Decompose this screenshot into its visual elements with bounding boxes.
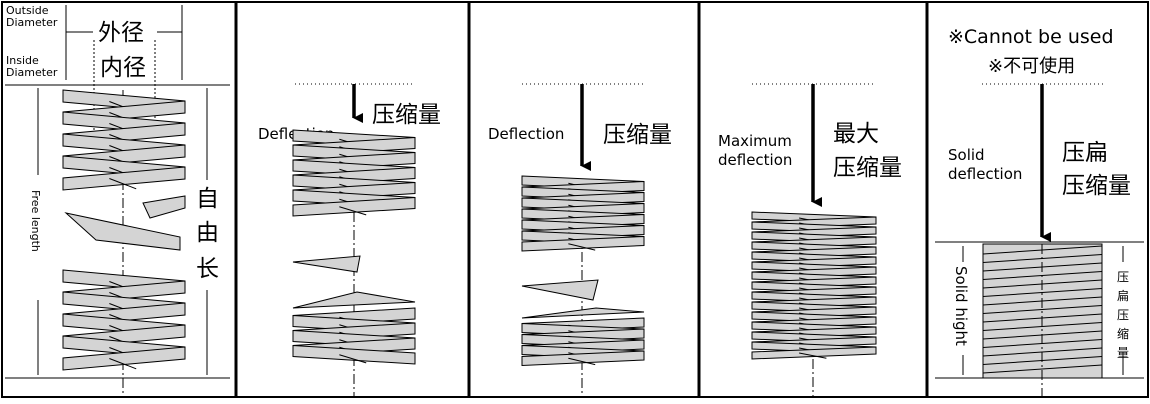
- inside-diameter-label: Diameter: [6, 66, 58, 79]
- coil-band: [62, 346, 186, 371]
- cannot-be-used-cn-note: ※不可使用: [988, 56, 1075, 77]
- inside-diameter-cn-label: 内径: [100, 55, 146, 81]
- coil-break-piece: [292, 255, 361, 273]
- coil-break-piece: [521, 279, 599, 301]
- cannot-be-used-note: ※Cannot be used: [948, 26, 1114, 48]
- outside-diameter-label: Diameter: [6, 16, 58, 29]
- outside-diameter-label: Outside: [6, 4, 49, 17]
- coil-band: [292, 196, 416, 217]
- spring-coils: [62, 89, 186, 371]
- coil-edge: [339, 354, 367, 364]
- panel-solid: ※Cannot be used ※不可使用 Solid deflection 压…: [935, 26, 1144, 397]
- panel-max-deflection: Maximum deflection 最大 压缩量: [718, 83, 902, 397]
- outside-diameter-cn-label: 外径: [98, 20, 144, 46]
- solid-height-cn-label: 量: [1117, 346, 1129, 360]
- solid-coil-line: [982, 305, 1103, 314]
- panel-deflection: Deflection 压缩量: [258, 83, 441, 397]
- deflection-cn-label: 压缩量: [603, 122, 672, 148]
- solid-coil-line: [982, 322, 1103, 331]
- max-deflection-cn-label: 最大: [833, 121, 879, 147]
- solid-deflection-cn-label: 压扁: [1062, 140, 1108, 166]
- deflection-label: Deflection: [488, 125, 564, 143]
- free-length-cn-label: 由: [196, 220, 219, 246]
- coil-edge: [109, 178, 137, 190]
- solid-height-cn-label: 压: [1117, 270, 1129, 284]
- solid-coil-line: [982, 364, 1103, 374]
- spring-coils: [751, 211, 877, 360]
- solid-height-cn-label: 缩: [1117, 326, 1129, 341]
- solid-height-cn-label: 扁: [1117, 289, 1129, 303]
- panel-free-length: Outside Diameter 外径 Inside Diameter 内径 F…: [5, 4, 230, 397]
- spring-coils: [292, 129, 416, 365]
- coil-band: [521, 350, 645, 367]
- coil-edge: [109, 358, 137, 370]
- coil-break-piece: [521, 307, 645, 319]
- coil-break-piece: [142, 195, 186, 219]
- coil-break-piece: [292, 291, 416, 309]
- spring-coils: [521, 175, 645, 367]
- coil-edge: [568, 243, 596, 251]
- panel-deflection-2: Deflection 压缩量: [488, 83, 672, 397]
- coil-edge: [339, 206, 367, 216]
- deflection-cn-label: 压缩量: [372, 102, 441, 128]
- free-length-label: Free length: [29, 190, 42, 252]
- solid-coil-line: [982, 288, 1103, 297]
- solid-deflection-label: Solid: [948, 146, 985, 164]
- coil-break-piece: [64, 212, 181, 251]
- coil-edge: [568, 357, 596, 366]
- free-length-cn-label: 长: [196, 256, 219, 282]
- coil-band: [751, 346, 877, 360]
- solid-deflection-label: deflection: [948, 165, 1022, 183]
- free-length-cn-label: 自: [196, 186, 219, 212]
- max-deflection-cn-label: 压缩量: [833, 155, 902, 181]
- coil-edge: [799, 352, 827, 359]
- max-deflection-label: Maximum: [718, 132, 792, 150]
- solid-deflection-cn-label: 压缩量: [1062, 173, 1131, 199]
- max-deflection-label: deflection: [718, 151, 792, 169]
- coil-band: [521, 235, 645, 252]
- solid-height-label: Solid hight: [952, 266, 970, 346]
- coil-band: [292, 344, 416, 365]
- coil-band: [62, 166, 186, 191]
- inside-diameter-label: Inside: [6, 54, 39, 67]
- solid-height-cn-label: 压: [1117, 308, 1129, 322]
